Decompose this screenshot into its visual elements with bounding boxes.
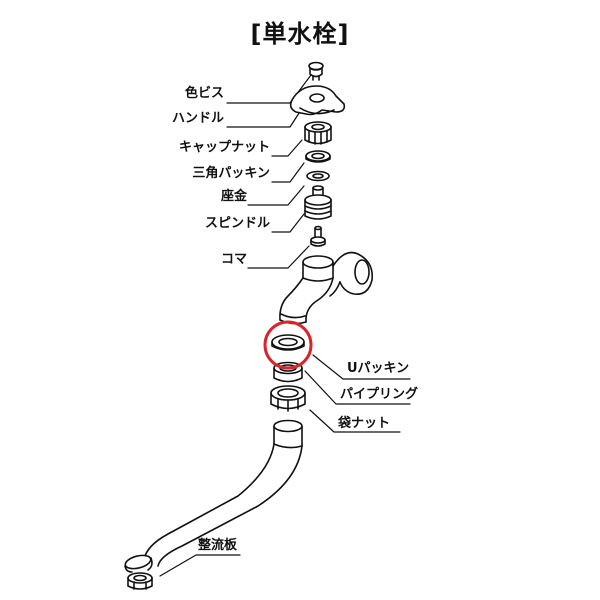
triangle-packing-part bbox=[305, 150, 331, 163]
diagram-title: [単水栓] bbox=[250, 20, 350, 48]
washer-part bbox=[306, 170, 330, 182]
label-cap-nut: キャップナット bbox=[178, 140, 270, 155]
label-pipe-ring: パイプリング bbox=[340, 387, 419, 402]
label-rectifier: 整流板 bbox=[198, 538, 238, 553]
faucet-body-part bbox=[279, 251, 374, 325]
label-spindle: スピンドル bbox=[204, 216, 270, 231]
bag-nut-part bbox=[270, 385, 306, 412]
label-bag-nut: 袋ナット bbox=[338, 416, 391, 431]
handle-part bbox=[289, 85, 346, 116]
label-handle: ハンドル bbox=[171, 111, 224, 126]
label-washer: 座金 bbox=[220, 189, 247, 204]
leader-lines bbox=[159, 74, 411, 577]
color-screw-part bbox=[308, 61, 324, 81]
u-packing-highlight-circle bbox=[263, 320, 313, 370]
koma-part bbox=[310, 225, 326, 247]
u-packing-part bbox=[271, 334, 305, 351]
cap-nut-part bbox=[304, 121, 332, 145]
label-color-screw: 色ビス bbox=[184, 86, 224, 101]
label-triangle-packing: 三角パッキン bbox=[192, 166, 270, 181]
label-u-packing: Uパッキン bbox=[347, 361, 410, 376]
label-koma: コマ bbox=[220, 252, 247, 267]
spindle-part bbox=[304, 185, 332, 220]
rectifier-part bbox=[127, 572, 153, 590]
spout-pipe-part bbox=[124, 419, 303, 573]
